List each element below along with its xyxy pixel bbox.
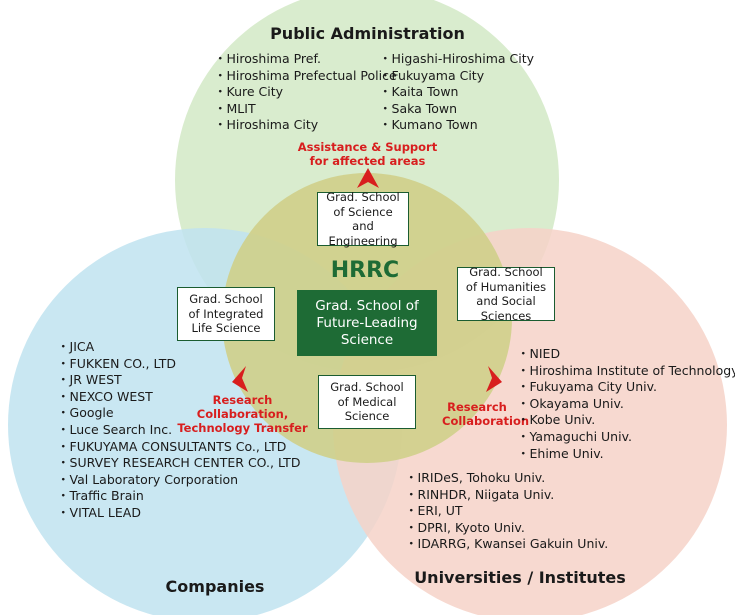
list-item: NEXCO WEST [57, 389, 300, 406]
list-item: Kobe Univ. [517, 412, 735, 429]
list-item: Hiroshima Institute of Technology [517, 363, 735, 380]
public-admin-list-left: Hiroshima Pref. Hiroshima Prefectual Pol… [214, 51, 397, 134]
list-item: NIED [517, 346, 735, 363]
list-item: Hiroshima City [214, 117, 397, 134]
universities-institutes-title: Universities / Institutes [414, 568, 626, 587]
future-leading-science-box: Grad. School of Future-Leading Science [297, 290, 437, 356]
list-item: ERI, UT [405, 503, 608, 520]
list-item: Traffic Brain [57, 488, 300, 505]
list-item: IRIDeS, Tohoku Univ. [405, 470, 608, 487]
list-item: Google [57, 405, 300, 422]
arrow-down-right-icon [486, 366, 502, 392]
list-item: Val Laboratory Corporation [57, 472, 300, 489]
list-item: Saka Town [379, 101, 534, 118]
list-item: JR WEST [57, 372, 300, 389]
list-item: Yamaguchi Univ. [517, 429, 735, 446]
school-humanities-social-box: Grad. School of Humanities and Social Sc… [457, 265, 555, 323]
list-item: Hiroshima Pref. [214, 51, 397, 68]
list-item: Okayama Univ. [517, 396, 735, 413]
list-item: RINHDR, Niigata Univ. [405, 487, 608, 504]
universities-list-lower: IRIDeS, Tohoku Univ. RINHDR, Niigata Uni… [405, 470, 609, 553]
list-item: Ehime Univ. [517, 446, 735, 463]
list-item: Fukuyama City [379, 68, 534, 85]
companies-title: Companies [165, 577, 265, 596]
public-administration-title: Public Administration [270, 24, 465, 43]
school-science-engineering-box: Grad. School of Science and Engineering [317, 190, 409, 248]
list-item: Kure City [214, 84, 397, 101]
universities-list-upper: NIED Hiroshima Institute of Technology F… [517, 346, 735, 462]
companies-list: JICA FUKKEN CO., LTD JR WEST NEXCO WEST … [57, 339, 301, 522]
assistance-support-label: Assistance & Support for affected areas [297, 140, 438, 168]
list-item: IDARRG, Kwansei Gakuin Univ. [405, 536, 609, 553]
list-item: Luce Search Inc. [57, 422, 300, 439]
list-item: Higashi-Hiroshima City [379, 51, 535, 68]
school-medical-science-box: Grad. School of Medical Science [318, 375, 416, 429]
hrrc-title: HRRC [330, 258, 400, 283]
list-item: Fukuyama City Univ. [517, 379, 735, 396]
list-item: VITAL LEAD [57, 505, 300, 522]
list-item: MLIT [214, 101, 397, 118]
school-integrated-life-science-box: Grad. School of Integrated Life Science [177, 287, 275, 341]
public-admin-list-right: Higashi-Hiroshima City Fukuyama City Kai… [379, 51, 535, 134]
list-item: Kaita Town [379, 84, 534, 101]
arrow-up-icon [357, 168, 379, 188]
list-item: SURVEY RESEARCH CENTER CO., LTD [57, 455, 301, 472]
list-item: Kumano Town [379, 117, 534, 134]
list-item: JICA [57, 339, 300, 356]
list-item: DPRI, Kyoto Univ. [405, 520, 608, 537]
list-item: FUKKEN CO., LTD [57, 356, 300, 373]
research-collaboration-label: Research Collaboration [442, 400, 530, 428]
list-item: FUKUYAMA CONSULTANTS Co., LTD [57, 439, 300, 456]
list-item: Hiroshima Prefectual Police [214, 68, 397, 85]
